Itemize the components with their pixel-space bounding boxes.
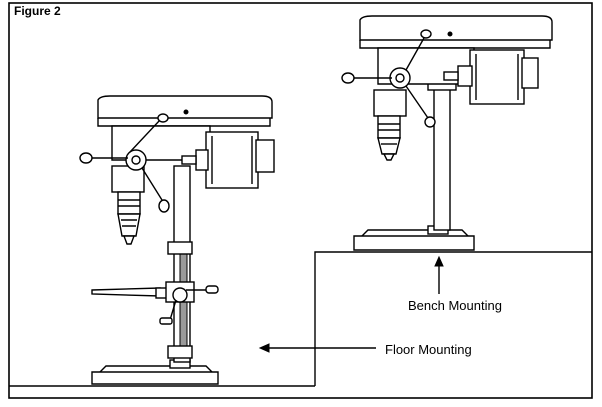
figure-frame bbox=[8, 2, 593, 399]
bench-arrow bbox=[434, 255, 444, 294]
figure-title: Figure 2 bbox=[14, 4, 61, 18]
bench bbox=[314, 251, 592, 386]
floor-mounting-label: Floor Mounting bbox=[385, 342, 472, 357]
bench-mounting-label: Bench Mounting bbox=[408, 298, 502, 313]
floor-drill-press bbox=[79, 95, 275, 385]
bench-drill-press bbox=[341, 15, 553, 251]
floor-arrow bbox=[258, 343, 376, 353]
